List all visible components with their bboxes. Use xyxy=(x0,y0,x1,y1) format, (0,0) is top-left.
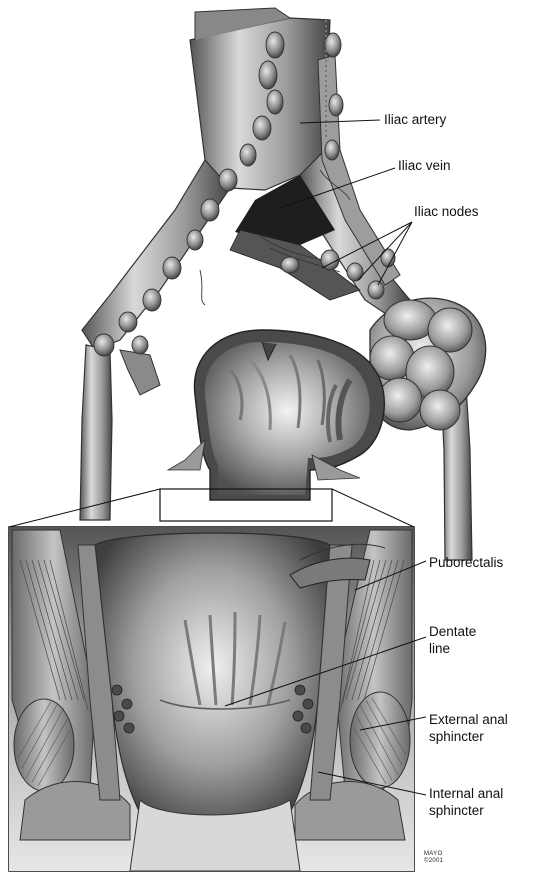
label-iliac-artery: Iliac artery xyxy=(384,112,446,128)
credit-line-1: MAYO xyxy=(424,851,442,858)
label-dentate-line-1: Dentate xyxy=(429,624,476,640)
label-external-anal-sphincter-2: sphincter xyxy=(429,729,484,745)
credit-line-2: ©2001 xyxy=(424,858,443,865)
label-internal-anal-sphincter-1: Internal anal xyxy=(429,786,503,802)
label-iliac-vein: Iliac vein xyxy=(398,158,451,174)
colon-and-rectum xyxy=(168,298,486,500)
label-iliac-nodes: Iliac nodes xyxy=(414,204,479,220)
anal-canal-inset xyxy=(9,527,414,871)
label-puborectalis: Puborectalis xyxy=(429,555,503,571)
label-internal-anal-sphincter-2: sphincter xyxy=(429,803,484,819)
label-dentate-line-2: line xyxy=(429,641,450,657)
label-external-anal-sphincter-1: External anal xyxy=(429,712,508,728)
